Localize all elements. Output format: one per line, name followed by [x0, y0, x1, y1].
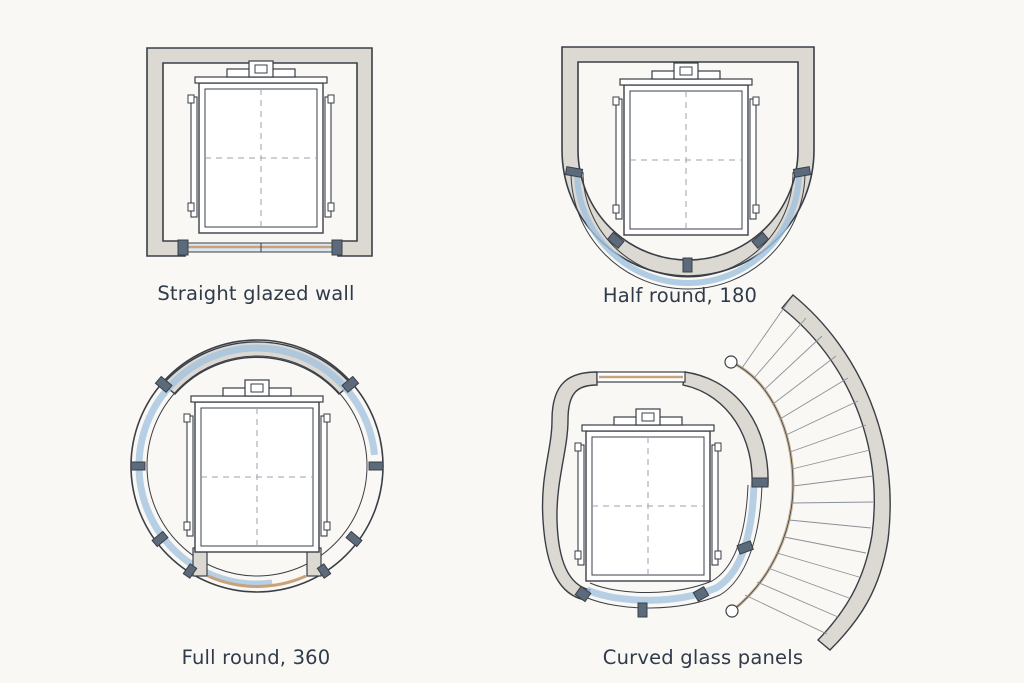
caption-half-round: Half round, 180: [602, 284, 758, 307]
straight-wall-plan: [146, 47, 373, 257]
curved-glass-plan: [541, 294, 891, 651]
spiral-stair: [724, 294, 891, 651]
caption-curved-glass-panels: Curved glass panels: [602, 646, 804, 669]
caption-full-round: Full round, 360: [181, 646, 331, 669]
full-round-plan: [130, 339, 384, 593]
caption-straight-glazed-wall: Straight glazed wall: [157, 282, 355, 305]
half-round-plan: [561, 46, 815, 290]
